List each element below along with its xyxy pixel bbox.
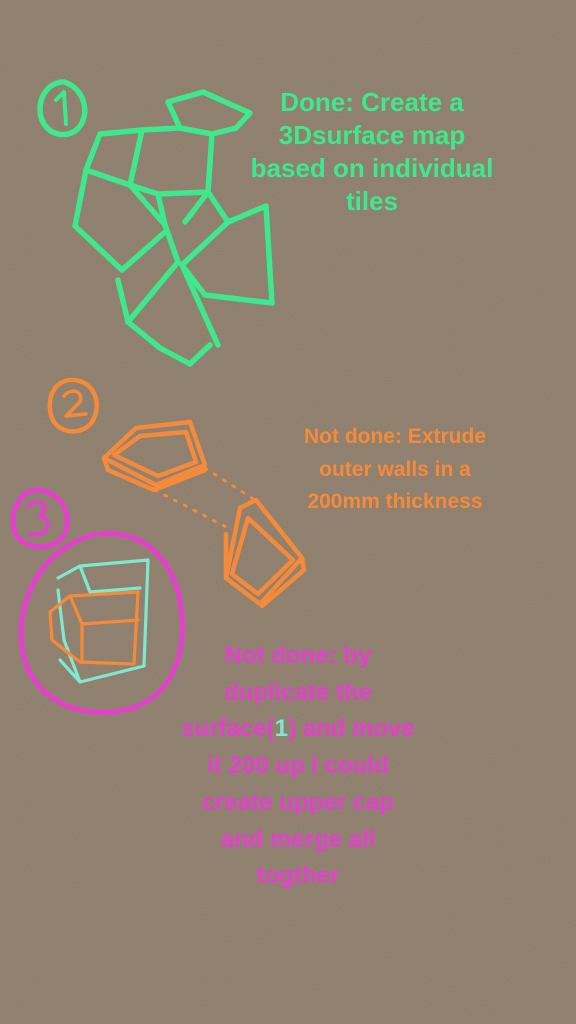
step3-line: it 200 up I could	[207, 752, 389, 780]
step1-note: Done: Create a 3Dsurface map based on in…	[222, 86, 522, 218]
step2-note: Not done: Extrude outer walls in a 200mm…	[272, 421, 518, 519]
step1-line: based on individual	[250, 153, 494, 184]
dotted-connector	[153, 466, 257, 532]
step2-line: outer walls in a	[319, 457, 471, 481]
step3-number-circle	[10, 487, 70, 550]
step3-group	[10, 487, 185, 715]
step3-outline-circle	[18, 531, 185, 715]
step3-text: ) and move	[288, 715, 415, 743]
step1-number-circle	[37, 79, 88, 138]
step1-line: Done: Create a	[280, 87, 464, 117]
step3-note: Not done: by duplicate the surface(1) an…	[148, 638, 448, 895]
step3-line: togther	[256, 862, 340, 890]
surface-reference-number: 1	[274, 715, 289, 743]
surface-tiles-sketch	[72, 89, 275, 367]
step3-number-glyph	[26, 500, 50, 537]
step1-line: tiles	[345, 186, 399, 217]
step2-group	[47, 377, 307, 609]
step3-line-with-ref: surface(1) and move	[148, 711, 448, 748]
step3-text: surface(	[181, 715, 275, 743]
step3-line: create upper cap	[201, 788, 395, 816]
step2-line: 200mm thickness	[307, 490, 483, 514]
step2-line: Not done: Extrude	[304, 425, 486, 448]
step2-number-circle	[47, 377, 99, 434]
extruded-tile-sketch-a	[101, 419, 208, 493]
step1-group	[37, 79, 275, 367]
extruded-tile-sketch-b	[223, 497, 307, 609]
step2-number-glyph	[62, 389, 88, 418]
step1-line: 3Dsurface map	[278, 120, 466, 151]
step1-number-glyph	[54, 90, 68, 126]
step3-line: duplicate the	[223, 678, 373, 706]
composite-sketch	[48, 558, 150, 684]
step3-line: Not done: by	[224, 642, 372, 669]
step3-line: and merge all	[220, 825, 376, 853]
